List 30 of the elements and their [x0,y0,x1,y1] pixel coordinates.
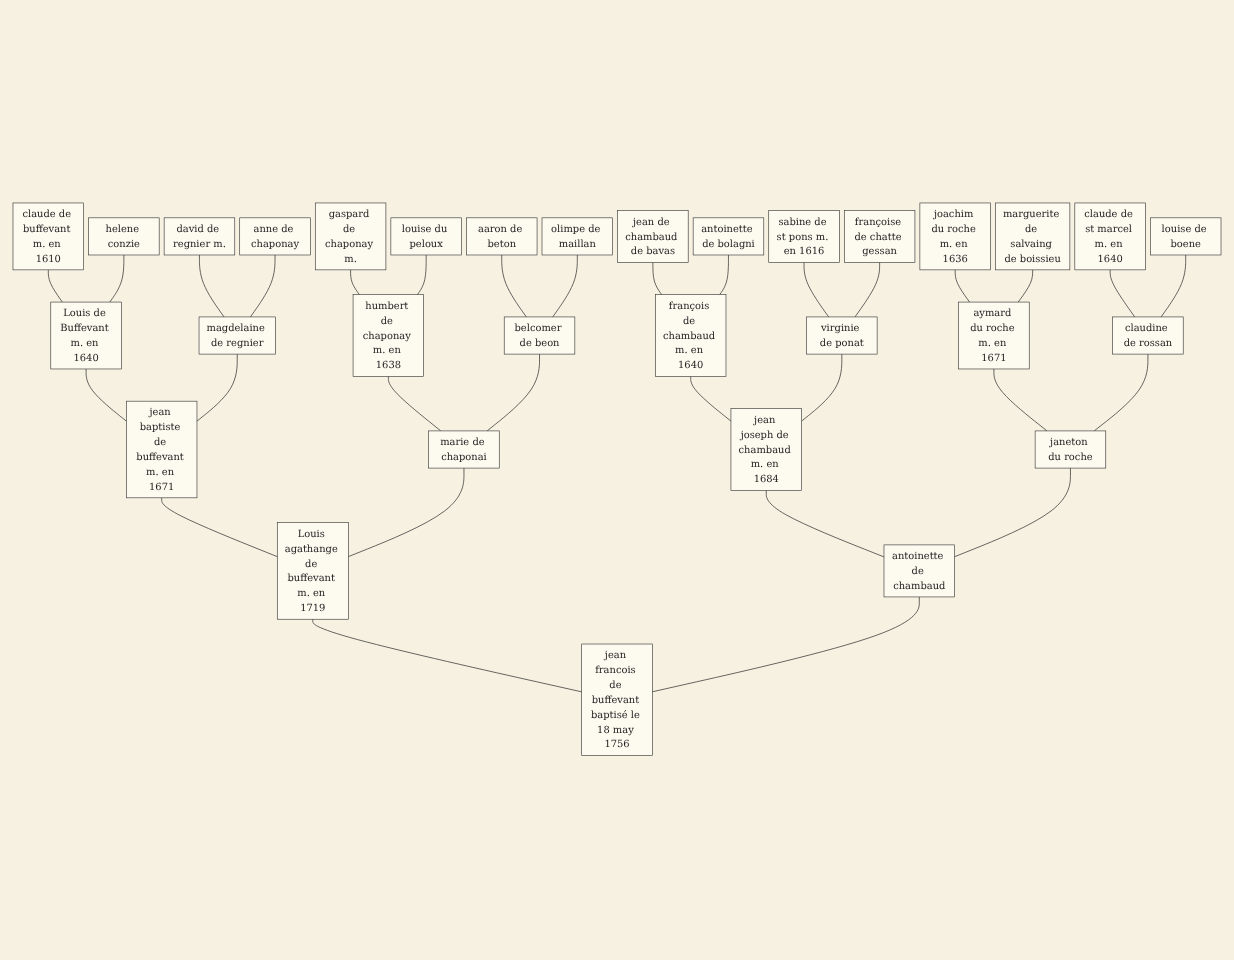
connector [250,255,276,319]
connector [350,270,360,296]
connector [993,369,1048,433]
connector [652,262,663,296]
connector [719,255,729,296]
connector [854,262,880,319]
connector [552,255,578,319]
connector [47,270,63,304]
connector [1160,255,1187,319]
connector [651,597,920,693]
connector [196,354,238,423]
connector [765,490,885,559]
connector [803,262,829,319]
connector [161,498,278,558]
connector [690,376,732,423]
connector [417,255,427,296]
connector [1017,270,1034,304]
connector [1093,354,1149,433]
connector [85,369,127,423]
connector [486,354,540,433]
connector [954,468,1071,558]
connector [312,619,583,693]
connector [501,255,527,319]
connector [801,354,843,423]
connector [954,270,970,304]
connector [388,376,442,433]
connector [1109,270,1136,319]
connector [199,255,225,319]
connector [109,255,125,304]
connector [347,468,465,558]
